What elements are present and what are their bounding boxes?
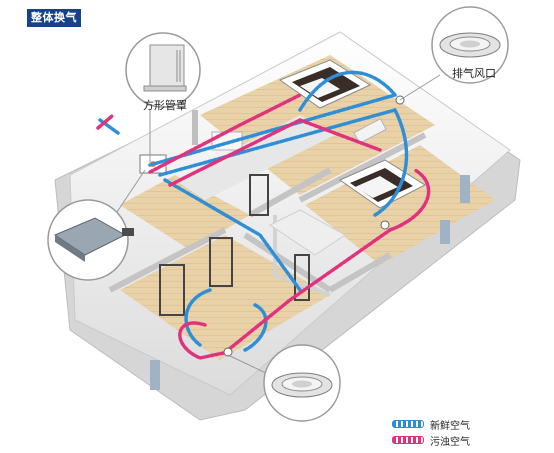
window: [460, 175, 470, 203]
door: [159, 264, 185, 316]
interior-wall: [108, 227, 227, 293]
legend-item-stale-air: 污浊空气: [392, 432, 512, 448]
door: [209, 237, 233, 287]
exhaust-vent-label: 排气风口: [452, 67, 496, 80]
legend-item-fresh-air: 新鲜空气: [392, 416, 512, 432]
door: [249, 174, 269, 216]
fresh-air-duct: [373, 108, 409, 217]
vent-living-room: [223, 347, 233, 357]
legend: 新鲜空气 污浊空气: [392, 416, 512, 448]
diagram-title: 整体换气: [27, 9, 81, 27]
legend-label: 污浊空气: [430, 436, 470, 448]
fresh-air-duct: [298, 70, 397, 112]
floor-living-room: [120, 235, 330, 360]
sofa: [353, 117, 387, 145]
floor-bedroom-right: [305, 145, 495, 265]
ceiling-vent-callout: [227, 344, 341, 422]
fresh-air-duct: [148, 93, 397, 167]
stale-air-duct: [388, 168, 431, 232]
bathroom-block: [269, 209, 346, 256]
stale-air-duct: [148, 93, 302, 174]
fan-unit-callout: [47, 169, 146, 281]
duct-cover-label: 方形管罩: [143, 99, 187, 112]
stale-air-swatch: [392, 436, 424, 444]
interior-wall: [298, 132, 427, 203]
legend-label: 新鲜空气: [430, 420, 470, 432]
window: [440, 220, 450, 244]
fresh-air-duct: [163, 178, 302, 292]
fresh-air-duct: [243, 303, 268, 352]
exhaust-vent-callout: [399, 6, 509, 101]
stale-air-duct: [96, 114, 114, 130]
interior-wall: [328, 252, 392, 293]
window: [150, 360, 160, 390]
interior-wall: [248, 167, 332, 218]
interior-wall: [273, 215, 331, 297]
stale-air-duct: [168, 118, 382, 187]
fresh-air-swatch: [392, 420, 424, 428]
duct-cover-callout: [125, 32, 201, 165]
stale-air-duct: [178, 321, 230, 360]
door: [294, 254, 310, 301]
fresh-air-duct: [184, 288, 212, 347]
stale-air-duct: [226, 228, 392, 352]
fresh-air-duct: [158, 108, 397, 177]
vent-bedroom-right: [380, 220, 390, 230]
